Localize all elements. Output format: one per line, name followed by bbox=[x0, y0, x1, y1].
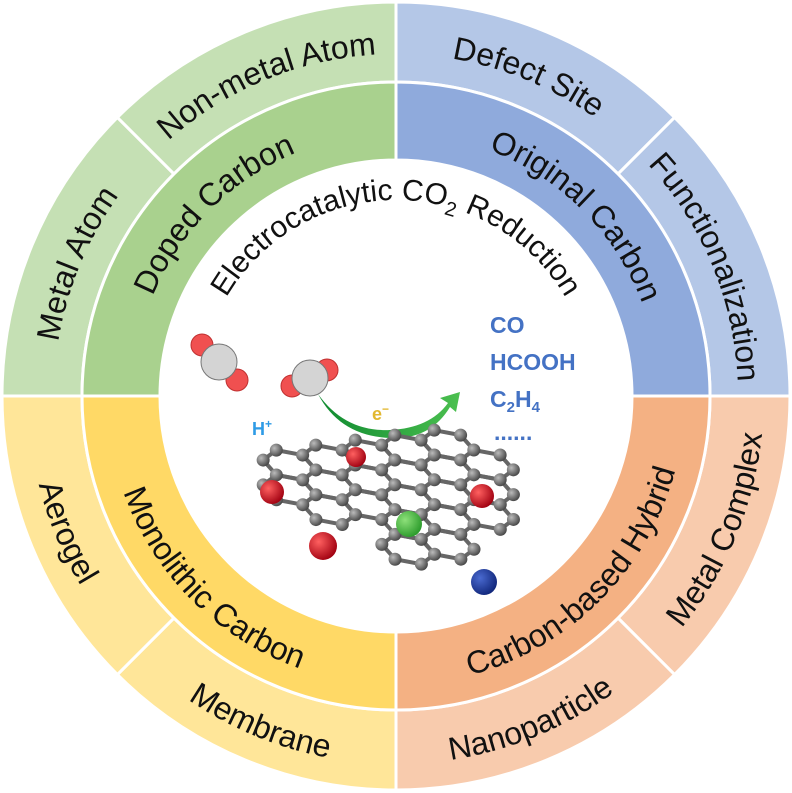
carbon-atom bbox=[335, 468, 349, 482]
carbon-atom bbox=[269, 443, 283, 457]
carbon-atom bbox=[454, 527, 468, 541]
carbon-atom bbox=[269, 468, 283, 482]
electron-label: e− bbox=[372, 402, 389, 424]
carbon-atom bbox=[309, 463, 323, 477]
proton-label: H+ bbox=[252, 417, 272, 439]
carbon-atom bbox=[309, 488, 323, 502]
carbon-atom bbox=[375, 463, 389, 477]
co2-molecule-icon bbox=[280, 358, 339, 398]
nitrogen-atom bbox=[471, 569, 497, 595]
carbon-atom bbox=[454, 552, 468, 566]
carbon-atom bbox=[427, 448, 441, 462]
product-c2h4: C2H4 bbox=[490, 386, 541, 416]
carbon-atom bbox=[335, 518, 349, 532]
carbon-atom bbox=[388, 503, 402, 517]
oxygen-atom bbox=[346, 447, 366, 467]
carbon-atom bbox=[335, 443, 349, 457]
carbon-atom bbox=[414, 557, 428, 571]
carbon-atom bbox=[493, 448, 507, 462]
carbon-atom bbox=[467, 468, 481, 482]
carbon-atom bbox=[348, 433, 362, 447]
graphene-sheet-icon bbox=[256, 423, 520, 595]
carbon-atom bbox=[454, 428, 468, 442]
carbon-atom bbox=[375, 537, 389, 551]
carbon-atom bbox=[335, 493, 349, 507]
carbon-atom bbox=[427, 498, 441, 512]
carbon-atom bbox=[375, 513, 389, 527]
carbon-atom bbox=[454, 478, 468, 492]
product-ellipsis: ...... bbox=[494, 419, 532, 445]
carbon-atom bbox=[309, 438, 323, 452]
carbon-atom bbox=[454, 453, 468, 467]
carbon-atom bbox=[388, 478, 402, 492]
carbon-atom bbox=[428, 547, 442, 561]
product-co: CO bbox=[490, 312, 525, 338]
co2-molecule-icon bbox=[190, 333, 249, 392]
carbon-atom bbox=[414, 458, 428, 472]
carbon-atom bbox=[493, 473, 507, 487]
carbon-atom bbox=[467, 517, 481, 531]
product-hcooh: HCOOH bbox=[490, 349, 576, 375]
oxygen-atom bbox=[260, 480, 284, 504]
carbon-atom bbox=[427, 473, 441, 487]
carbon-atom bbox=[414, 433, 428, 447]
carbon-atom bbox=[454, 503, 468, 517]
carbon-atom bbox=[506, 512, 520, 526]
carbon-atom bbox=[427, 522, 441, 536]
carbon-atom bbox=[296, 448, 310, 462]
carbon-atom bbox=[506, 488, 520, 502]
carbon-atom bbox=[493, 522, 507, 536]
oxygen-atom bbox=[309, 532, 337, 560]
carbon-atom bbox=[296, 473, 310, 487]
carbon-atom bbox=[467, 443, 481, 457]
carbon-atom bbox=[388, 428, 402, 442]
carbon-atom bbox=[493, 498, 507, 512]
carbon-atom bbox=[256, 453, 270, 467]
carbon-atom bbox=[375, 438, 389, 452]
carbon-atom bbox=[296, 498, 310, 512]
oxygen-atom bbox=[470, 484, 494, 508]
carbon-atom bbox=[388, 552, 402, 566]
carbon-atom bbox=[375, 488, 389, 502]
carbon-atom bbox=[309, 513, 323, 527]
carbon-atom bbox=[467, 542, 481, 556]
carbon-atom bbox=[414, 483, 428, 497]
dopant-atom bbox=[396, 511, 422, 537]
carbon-atom bbox=[427, 423, 441, 437]
carbon-atom bbox=[348, 508, 362, 522]
carbon-atom bbox=[414, 532, 428, 546]
electron-transfer-arrow-icon bbox=[318, 392, 460, 439]
carbon-atom bbox=[388, 453, 402, 467]
carbon-atom bbox=[506, 463, 520, 477]
carbon-atom bbox=[348, 483, 362, 497]
